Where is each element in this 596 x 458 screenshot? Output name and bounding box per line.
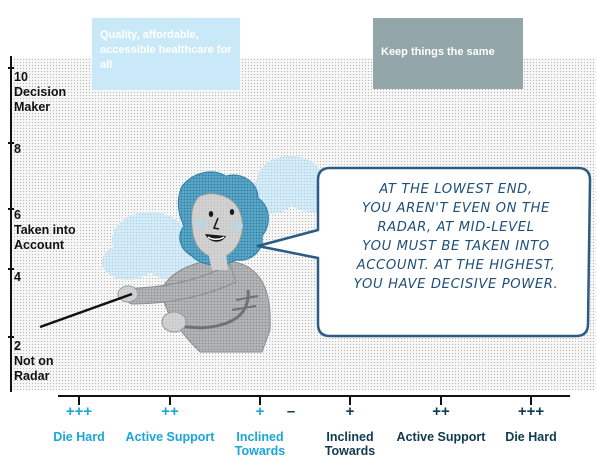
- x-tick: [169, 395, 171, 405]
- y-label-number: 2: [14, 339, 21, 353]
- x-label-oppose-active: Active Support: [396, 430, 486, 444]
- x-sign-oppose-3: +++: [517, 403, 545, 420]
- x-label-support-inclined: Inclined Towards: [234, 430, 286, 458]
- x-sign-oppose-1: +: [345, 403, 355, 420]
- x-label-oppose-inclined: Inclined Towards: [324, 430, 376, 458]
- speech-line: AT THE LOWEST END,: [379, 182, 533, 197]
- x-tick: [349, 395, 351, 405]
- presenter-character-icon: [117, 171, 271, 353]
- y-label-number: 4: [14, 270, 21, 284]
- goal-box-oppose: Keep things the same: [373, 18, 523, 89]
- speech-bubble-text: AT THE LOWEST END, YOU AREN'T EVEN ON TH…: [320, 180, 592, 294]
- y-label-4: 4: [14, 270, 21, 285]
- x-sign-minus: –: [286, 403, 296, 420]
- speech-line: YOU MUST BE TAKEN INTO: [362, 239, 550, 254]
- x-label-support-die-hard: Die Hard: [53, 430, 105, 444]
- x-tick: [78, 395, 80, 405]
- y-tick: [8, 268, 14, 270]
- x-axis-line: [58, 395, 570, 397]
- goal-box-support-text: Quality, affordable, accessible healthca…: [100, 29, 232, 71]
- x-sign-support-1: +: [255, 403, 265, 420]
- y-axis-line: [10, 56, 12, 392]
- y-label-8: 8: [14, 142, 21, 157]
- x-sign-oppose-2: ++: [432, 403, 450, 420]
- x-tick: [530, 395, 532, 405]
- speech-line: ACCOUNT. AT THE HIGHEST,: [356, 258, 556, 273]
- y-label-2: 2 Not on Radar: [14, 339, 74, 384]
- y-label-number: 8: [14, 142, 21, 156]
- y-label-6: 6 Taken into Account: [14, 208, 94, 253]
- y-label-text: Taken into Account: [14, 223, 76, 252]
- y-tick: [8, 208, 14, 210]
- goal-box-oppose-text: Keep things the same: [381, 46, 495, 58]
- pointer-stick-icon: [39, 292, 133, 329]
- x-tick: [259, 395, 261, 405]
- y-label-number: 10: [14, 70, 28, 84]
- x-label-support-active: Active Support: [125, 430, 215, 444]
- y-label-text: Not on Radar: [14, 354, 54, 383]
- speech-line: YOU AREN'T EVEN ON THE: [362, 201, 550, 216]
- x-sign-support-3: +++: [65, 403, 93, 420]
- speech-line: RADAR, AT MID-LEVEL: [377, 220, 535, 235]
- y-tick: [8, 67, 14, 69]
- y-tick: [8, 142, 14, 144]
- y-label-10: 10 Decision Maker: [14, 70, 94, 115]
- y-tick: [8, 336, 14, 338]
- y-label-number: 6: [14, 208, 21, 222]
- x-tick: [440, 395, 442, 405]
- goal-box-support: Quality, affordable, accessible healthca…: [92, 18, 240, 90]
- speech-bubble: [256, 166, 592, 338]
- y-label-text: Decision Maker: [14, 85, 67, 114]
- speech-line: YOU HAVE DECISIVE POWER.: [353, 277, 559, 292]
- x-label-oppose-die-hard: Die Hard: [505, 430, 557, 444]
- x-sign-support-2: ++: [161, 403, 179, 420]
